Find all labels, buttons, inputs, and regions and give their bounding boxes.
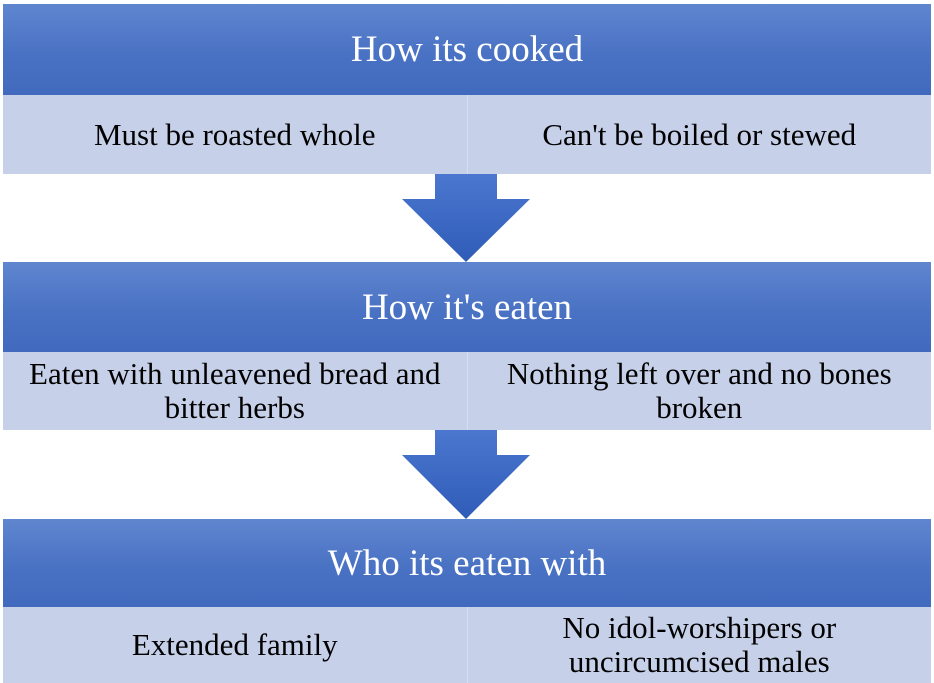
section-header-cooking: How its cooked bbox=[3, 4, 931, 95]
item-cell: Can't be boiled or stewed bbox=[466, 95, 932, 174]
section-items-row: Eaten with unleavened bread and bitter h… bbox=[3, 352, 931, 430]
section-header-company: Who its eaten with bbox=[3, 519, 931, 607]
section-header-eating: How it's eaten bbox=[3, 262, 931, 352]
item-cell: Nothing left over and no bones broken bbox=[466, 352, 932, 430]
item-cell: Extended family bbox=[131, 627, 338, 662]
section-title: How it's eaten bbox=[361, 286, 573, 328]
item-cell: Must be roasted whole bbox=[93, 116, 376, 152]
section-items-row: Must be roasted whole Can't be boiled or… bbox=[3, 95, 931, 174]
item-cell: No idol-worshipers or uncircumcised male… bbox=[466, 607, 932, 683]
section-items-row: Extended family No idol-worshipers or un… bbox=[3, 607, 931, 683]
item-cell: Eaten with unleavened bread and bitter h… bbox=[29, 356, 441, 425]
section-title: How its cooked bbox=[350, 29, 584, 70]
section-company: Who its eaten with Extended family No id… bbox=[3, 519, 931, 683]
section-title: Who its eaten with bbox=[327, 542, 607, 584]
down-arrow-icon bbox=[402, 174, 530, 262]
down-arrow-icon bbox=[402, 430, 530, 519]
section-eating: How it's eaten Eaten with unleavened bre… bbox=[3, 262, 931, 430]
section-cooking: How its cooked Must be roasted whole Can… bbox=[3, 4, 931, 174]
